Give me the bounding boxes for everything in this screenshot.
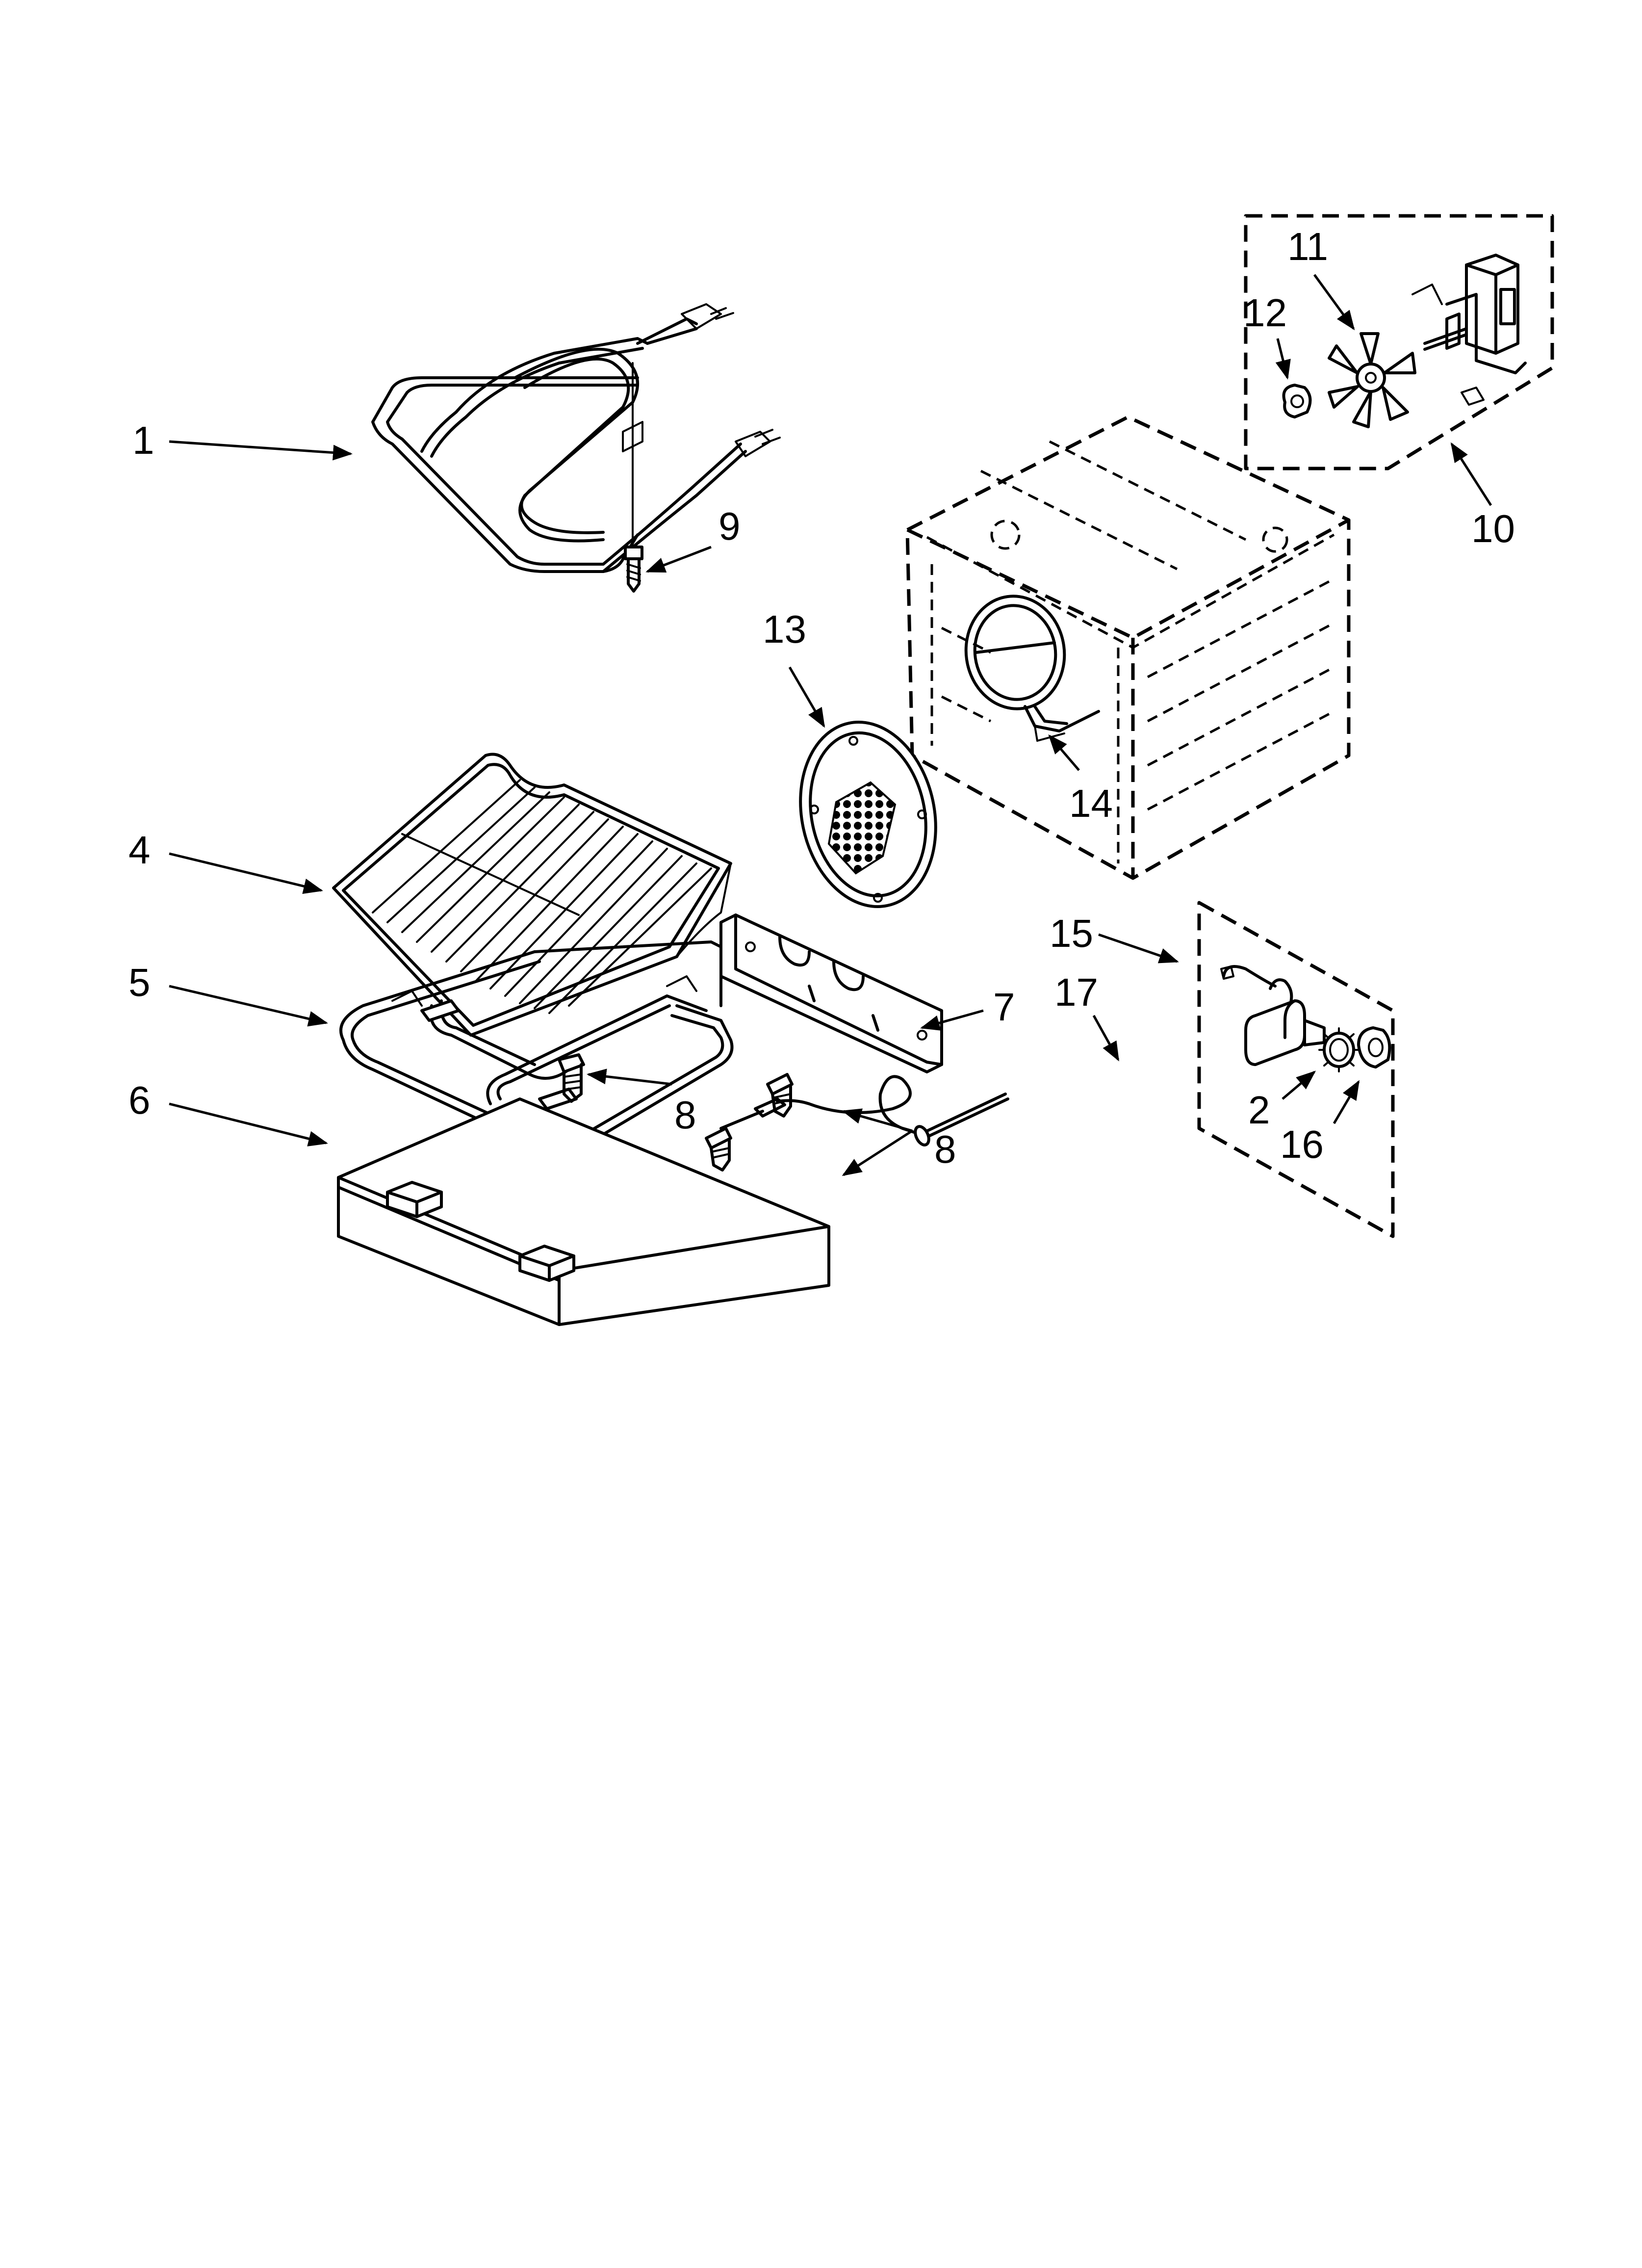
callout-8-right: 8 <box>934 1127 956 1171</box>
callout-17: 17 <box>1054 970 1098 1014</box>
callout-7: 7 <box>993 985 1015 1029</box>
callout-5: 5 <box>128 961 151 1004</box>
callout-2: 2 <box>1248 1088 1270 1132</box>
callout-6: 6 <box>128 1078 151 1122</box>
sensor-assembly <box>1197 901 1395 1238</box>
callout-8-center: 8 <box>674 1093 696 1137</box>
drip-tray <box>337 1097 830 1326</box>
callout-16: 16 <box>1280 1122 1324 1166</box>
screw-8-center <box>558 1053 585 1103</box>
callout-labels: 1 9 13 14 11 12 10 4 5 6 7 8 8 15 17 2 1… <box>128 225 1515 1171</box>
oven-rack <box>332 753 732 1037</box>
callout-10: 10 <box>1471 507 1515 550</box>
callout-12: 12 <box>1243 291 1287 335</box>
fan-baffle <box>799 721 937 908</box>
broil-element <box>371 303 781 573</box>
callout-11: 11 <box>1287 225 1328 268</box>
callout-14: 14 <box>1069 782 1113 825</box>
callout-4: 4 <box>128 828 151 872</box>
screw-9 <box>624 546 643 593</box>
callout-9: 9 <box>718 504 741 548</box>
leader-lines <box>169 274 1492 1176</box>
support-bracket <box>719 913 943 1073</box>
screws-8-right <box>705 1073 794 1172</box>
convection-fan-assembly <box>1244 214 1554 470</box>
callout-15: 15 <box>1050 912 1093 955</box>
callout-1: 1 <box>132 418 154 462</box>
callout-13: 13 <box>763 607 806 651</box>
temperature-probe <box>719 1075 1009 1147</box>
